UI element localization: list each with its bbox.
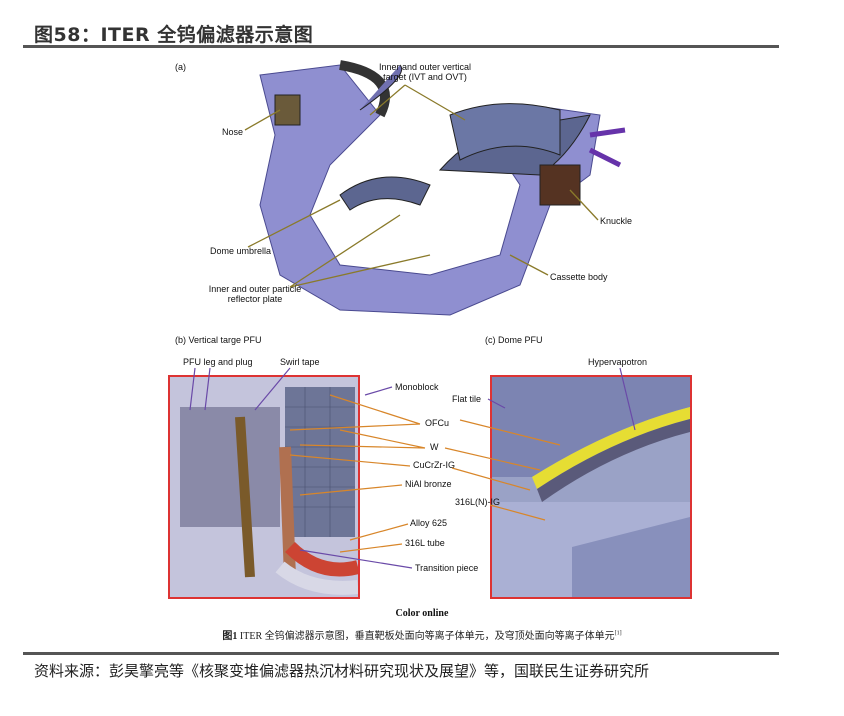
label-alloy-625: Alloy 625: [410, 518, 448, 528]
label-monoblock: Monoblock: [395, 382, 439, 392]
title-divider: [23, 45, 779, 48]
label-hypervapotron: Hypervapotron: [588, 357, 648, 367]
label-ofcu: OFCu: [425, 418, 450, 428]
divertor-cassette-illustration: [244, 60, 626, 316]
label-w: W: [430, 442, 439, 452]
caption-text: ITER 全钨偏滤器示意图，垂直靶板处面向等离子体单元，及穹顶处面向等离子体单元: [237, 631, 615, 642]
label-swirl-tape: Swirl tape: [280, 357, 320, 367]
color-online-note: Color online: [395, 608, 449, 619]
figure-title: 图58：ITER 全钨偏滤器示意图: [34, 24, 314, 46]
label-reflector-plate: Inner and outer particle reflector plate: [208, 284, 302, 304]
label-cucrzr-ig: CuCrZr-IG: [413, 460, 455, 470]
figure-caption: 图1 ITER 全钨偏滤器示意图，垂直靶板处面向等离子体单元，及穹顶处面向等离子…: [0, 627, 844, 642]
label-dome-umbrella: Dome umbrella: [210, 246, 272, 256]
label-pfu-leg-plug: PFU leg and plug: [183, 357, 253, 367]
panel-c-tag: (c) Dome PFU: [485, 335, 543, 345]
source-note: 资料来源：彭昊擎亮等《核聚变堆偏滤器热沉材料研究现状及展望》等，国联民生证券研究…: [34, 662, 650, 680]
label-cassette-body: Cassette body: [550, 272, 608, 282]
label-316l-tube: 316L tube: [405, 538, 445, 548]
label-nose: Nose: [222, 127, 244, 137]
label-nial-bronze: NiAl bronze: [405, 479, 452, 489]
panel-a-tag: (a): [175, 62, 186, 72]
label-knuckle: Knuckle: [600, 216, 633, 226]
source-divider: [23, 652, 779, 655]
panel-c-image: [490, 375, 692, 599]
label-316ln-ig: 316L(N)-IG: [455, 497, 501, 507]
caption-number: 图1: [222, 631, 238, 642]
label-ivt-ovt: Inner and outer vertical target (IVT and…: [378, 62, 472, 82]
figure-image: [100, 55, 700, 605]
label-flat-tile: Flat tile: [452, 394, 482, 404]
caption-reference: [1]: [614, 630, 622, 637]
panel-b-image: [168, 375, 360, 599]
panel-b-tag: (b) Vertical targe PFU: [175, 335, 262, 345]
label-transition-piece: Transition piece: [415, 563, 479, 573]
